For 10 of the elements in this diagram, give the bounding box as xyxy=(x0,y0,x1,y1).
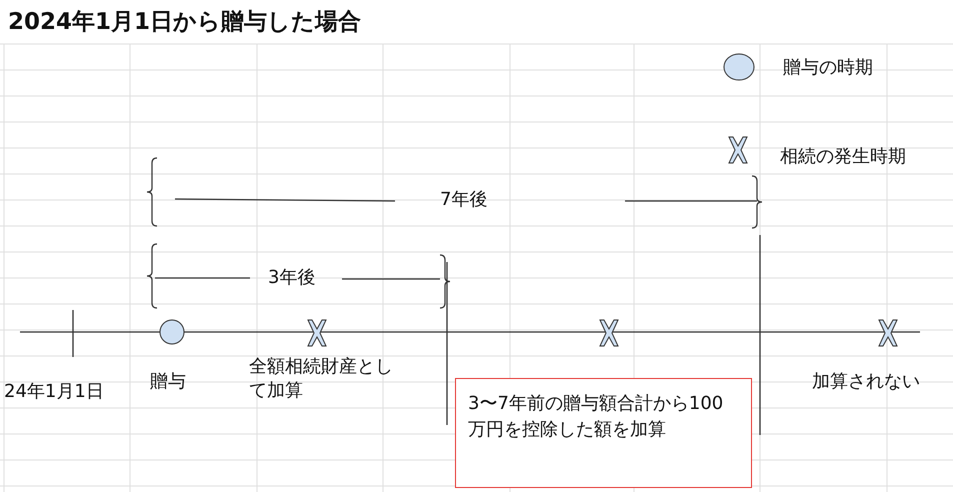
date-label: 24年1月1日 xyxy=(4,380,104,404)
marker-label: 贈与 xyxy=(150,370,186,394)
legend-text: 相続の発生時期 xyxy=(780,145,907,169)
span-label: 3年後 xyxy=(268,266,316,290)
note-box: 3〜7年前の贈与額合計から100万円を控除した額を加算 xyxy=(455,378,752,488)
legend-text: 贈与の時期 xyxy=(783,56,873,80)
span-label: 7年後 xyxy=(440,188,488,212)
marker-label: 加算されない xyxy=(812,370,920,394)
title: 2024年1月1日から贈与した場合 xyxy=(8,8,362,37)
marker-label: 全額相続財産として加算 xyxy=(249,355,394,403)
